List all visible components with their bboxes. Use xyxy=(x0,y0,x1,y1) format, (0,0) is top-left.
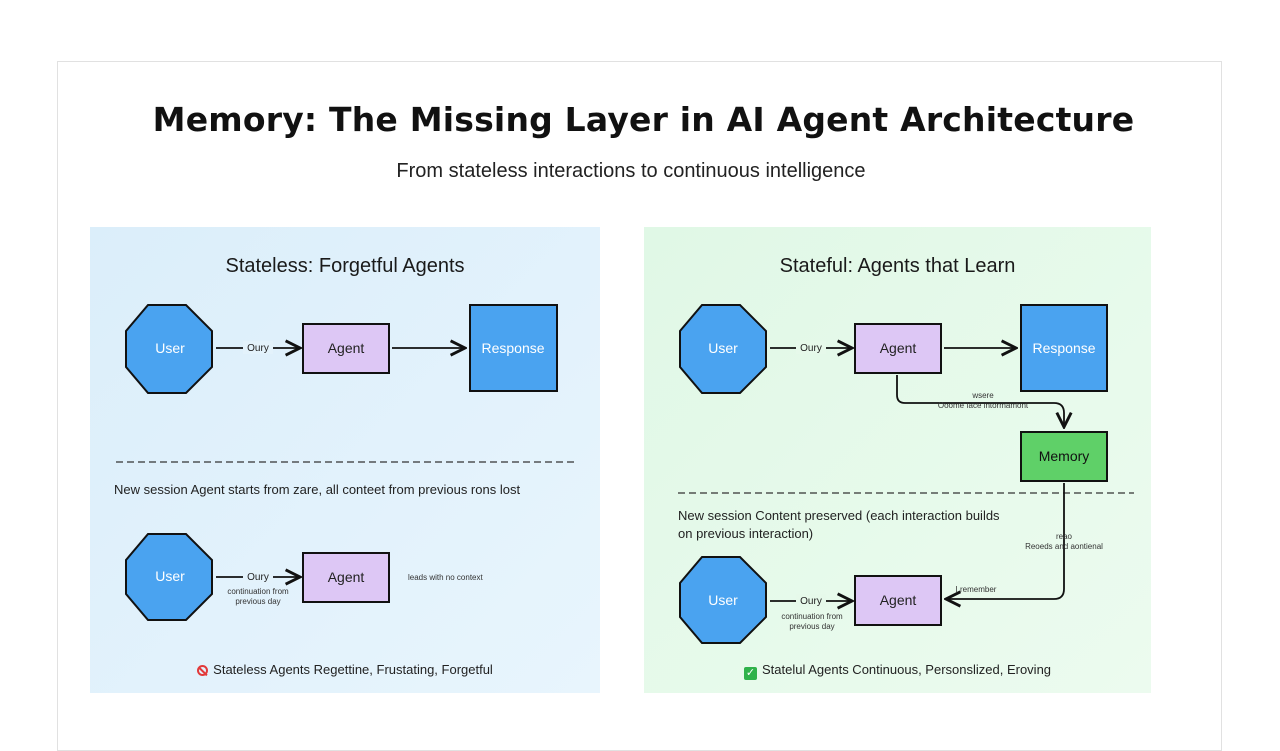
stateful-diagram: User Oury Agent Response Memory User Our… xyxy=(678,304,1134,644)
stateless-user-label-2: User xyxy=(155,568,185,584)
stateful-agent-node-2 xyxy=(854,575,942,626)
stateless-agent-label-2: Agent xyxy=(328,569,365,585)
stateless-agent-node-2 xyxy=(302,552,390,603)
stateful-agent-label-2: Agent xyxy=(880,592,917,608)
stateless-edge-note: continuation from previous day xyxy=(227,587,289,606)
stateless-query-label-bg-2 xyxy=(243,570,273,583)
stateless-query-label-bg xyxy=(243,341,273,354)
page-subtitle: From stateless interactions to continuou… xyxy=(396,160,866,182)
stateless-response-node xyxy=(469,304,558,392)
stateful-store-label-2: Ooome face intormamont xyxy=(937,401,1029,410)
stateless-response-label: Response xyxy=(481,340,544,356)
stateless-session-note: New session Agent starts from zare, all … xyxy=(114,482,521,497)
stateful-memory-node xyxy=(1020,431,1108,482)
stateful-store-label: wsere Ooome face intormamont xyxy=(928,391,1038,411)
stateful-footer-text: Statelul Agents Continuous, Personslized… xyxy=(761,662,1052,677)
stateless-user-label: User xyxy=(155,340,185,356)
stateful-user-label: User xyxy=(708,340,738,356)
stateless-footer: Stateless Agents Regettine, Frustating, … xyxy=(90,662,600,677)
stateless-user-node-2 xyxy=(125,533,213,621)
stateless-agent-label: Agent xyxy=(328,340,365,356)
stateless-query-label: Oury xyxy=(247,343,269,354)
stateless-diagram: User Oury Agent Response User Oury Agent xyxy=(116,304,576,621)
stateful-user-node-2 xyxy=(679,556,767,644)
stateful-store-label-1: wsere xyxy=(972,391,994,400)
stateful-user-node xyxy=(679,304,767,394)
stateless-query-label-2: Oury xyxy=(247,572,269,583)
stateful-recall-edge xyxy=(946,483,1065,599)
stateful-remember-label: I remember xyxy=(955,585,997,594)
stateful-session-note: New session Content preserved (each inte… xyxy=(678,508,1000,541)
stateless-agent-node xyxy=(302,323,390,374)
stateful-query-label: Oury xyxy=(800,343,822,354)
prohibited-icon xyxy=(197,665,209,676)
check-icon: ✓ xyxy=(743,667,757,680)
stateful-response-label: Response xyxy=(1032,340,1095,356)
stateful-query-label-bg xyxy=(796,341,826,354)
stateless-footer-text: Stateless Agents Regettine, Frustating, … xyxy=(213,662,493,677)
stateful-agent-label: Agent xyxy=(880,340,917,356)
stateful-recall-label: reao Reoeds and aontienal xyxy=(1014,532,1114,552)
stateless-user-node xyxy=(125,304,213,394)
stateless-panel-title: Stateless: Forgetful Agents xyxy=(225,255,465,277)
stateful-store-edge xyxy=(896,375,1064,427)
stateful-panel: Stateful: Agents that Learn User Oury Ag… xyxy=(644,227,1151,693)
stateful-panel-title: Stateful: Agents that Learn xyxy=(779,255,1016,277)
stateful-user-label-2: User xyxy=(708,592,738,608)
stateful-response-node xyxy=(1020,304,1108,392)
stateful-footer: ✓ Statelul Agents Continuous, Personslize… xyxy=(644,662,1151,680)
stateful-memory-label: Memory xyxy=(1039,448,1090,464)
stateful-recall-label-1: reao xyxy=(1055,532,1072,541)
stateless-panel: Stateless: Forgetful Agents User Oury Ag… xyxy=(90,227,600,693)
stateful-agent-node xyxy=(854,323,942,374)
stateless-side-note: leads with no context xyxy=(408,573,483,582)
stateful-query-label-2: Oury xyxy=(800,596,822,607)
page-title: Memory: The Missing Layer in AI Agent Ar… xyxy=(152,100,1135,139)
stateful-query-label-bg-2 xyxy=(796,594,826,607)
stateful-recall-label-2: Reoeds and aontienal xyxy=(1025,542,1103,551)
stateful-edge-note: continuation from previous day xyxy=(781,612,843,631)
